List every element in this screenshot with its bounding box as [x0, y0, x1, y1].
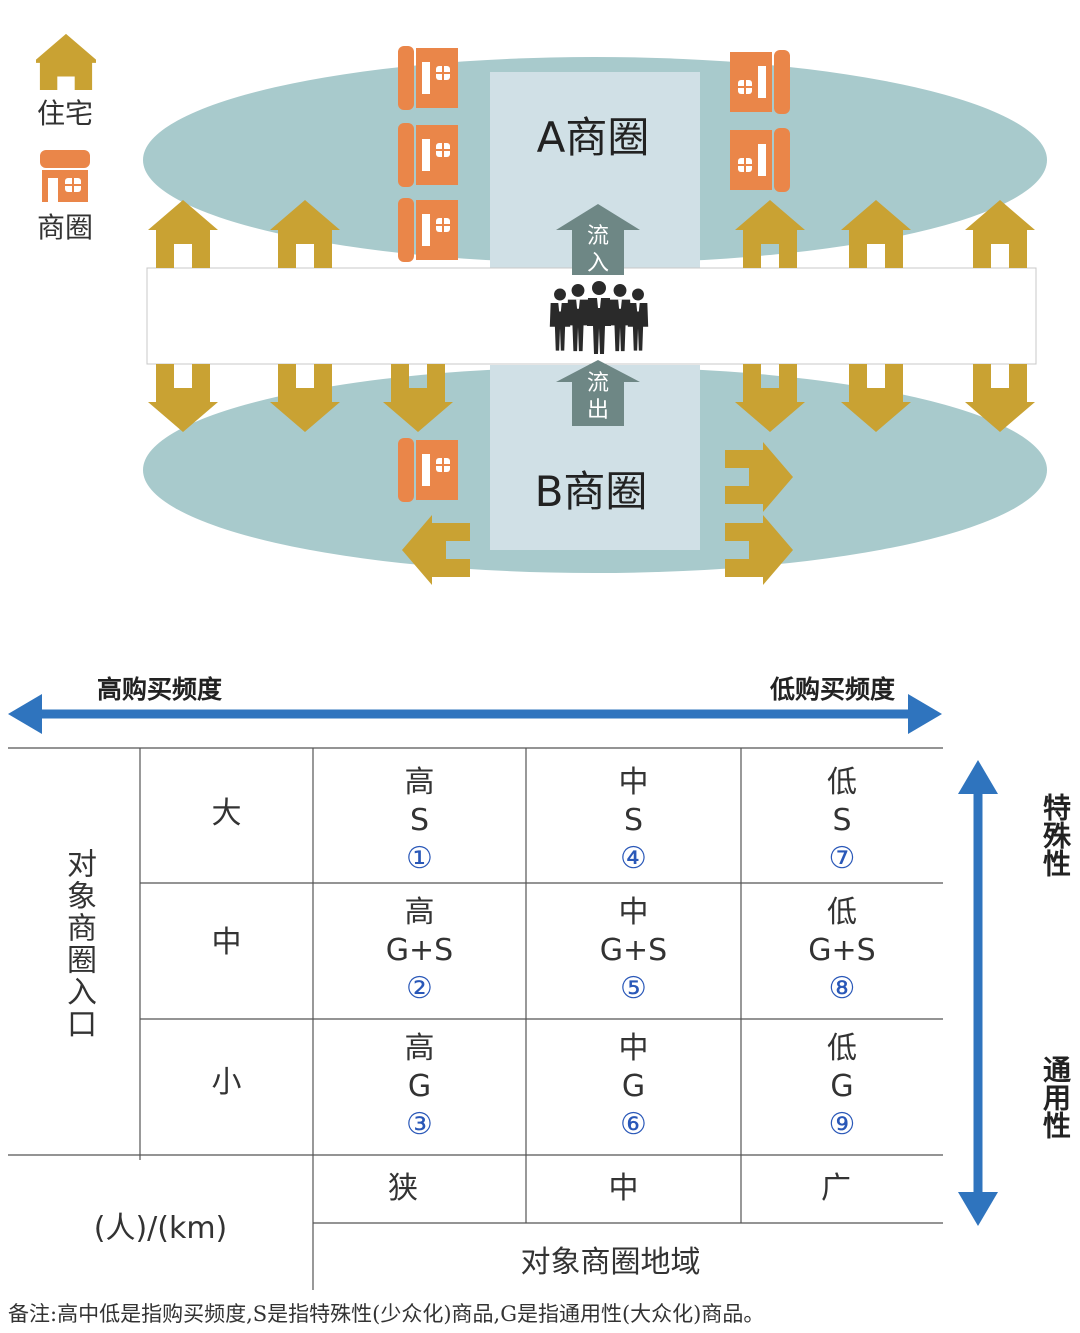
inflow-label-1: 流: [587, 224, 609, 249]
cell-number: ⑧: [828, 971, 856, 1006]
matrix-cell-7: 低 S ⑦: [741, 764, 943, 878]
cell-number: ①: [406, 841, 433, 876]
generality-label: 通用性: [1039, 1055, 1072, 1139]
cell-frequency: 低: [827, 895, 857, 930]
cell-number: ⑤: [620, 971, 647, 1006]
district-flow-diagram: A商圈 B商圈 流 入 流 出: [143, 46, 1047, 585]
cell-frequency: 高: [404, 1031, 435, 1066]
matrix-cell-6: 中 G ⑥: [526, 1030, 741, 1144]
row-label-medium: 中: [211, 925, 242, 960]
outflow-arrow: 流 出: [556, 360, 640, 426]
specialty-double-arrow: [958, 760, 998, 1226]
cell-number: ④: [620, 841, 647, 876]
district-b-label: B商圈: [535, 467, 648, 516]
target-area-label: 对象商圈地域: [520, 1245, 701, 1280]
cell-number: ②: [406, 971, 433, 1006]
cell-type: G+S: [385, 933, 454, 968]
cell-frequency: 高: [404, 895, 435, 930]
inflow-arrow: 流 入: [556, 204, 640, 276]
matrix-cell-4: 中 S ④: [526, 764, 741, 878]
legend-residence-label: 住宅: [37, 97, 94, 130]
matrix-cell-1: 高 S ①: [313, 764, 526, 878]
cell-type: S: [623, 803, 644, 838]
legend-district-label: 商圈: [37, 211, 94, 244]
high-frequency-label: 高购买频度: [97, 675, 223, 704]
frequency-double-arrow: [8, 694, 942, 734]
target-district-entrance-label: 对象商圈入口: [61, 848, 96, 1040]
cell-number: ⑥: [620, 1107, 647, 1142]
matrix-cell-5: 中 G+S ⑤: [526, 894, 741, 1008]
footnote: 备注:高中低是指购买频度,S是指特殊性(少众化)商品,G是指通用性(大众化)商品…: [8, 1302, 765, 1326]
cell-frequency: 低: [827, 1031, 857, 1066]
outflow-label-2: 出: [587, 398, 609, 423]
cell-type: S: [832, 803, 852, 838]
row-label-small: 小: [211, 1065, 242, 1100]
cell-type: G+S: [599, 933, 668, 968]
outflow-label-1: 流: [587, 371, 609, 396]
matrix-cell-9: 低 G ⑨: [741, 1030, 943, 1144]
cell-frequency: 中: [618, 895, 649, 930]
cell-type: G+S: [808, 933, 876, 968]
cell-type: S: [409, 803, 430, 838]
shop-legend-icon: [40, 150, 90, 202]
cell-number: ⑦: [828, 841, 856, 876]
matrix-cell-2: 高 G+S ②: [313, 894, 526, 1008]
matrix-cell-3: 高 G ③: [313, 1030, 526, 1144]
unit-label: (人)/(km): [93, 1211, 228, 1246]
cell-type: G: [407, 1069, 432, 1104]
matrix-grid: [8, 747, 943, 1290]
district-a-label: A商圈: [537, 113, 650, 162]
specialty-label: 特殊性: [1039, 793, 1072, 877]
cell-frequency: 中: [618, 765, 649, 800]
cell-number: ⑨: [828, 1107, 856, 1142]
row-label-large: 大: [211, 796, 242, 831]
low-frequency-label: 低购买频度: [770, 675, 896, 704]
cell-type: G: [621, 1069, 646, 1104]
cell-number: ③: [406, 1107, 433, 1142]
col-footer-medium: 中: [608, 1171, 639, 1206]
house-legend-icon: [36, 33, 96, 90]
col-footer-wide: 广: [821, 1171, 851, 1206]
inflow-label-2: 入: [587, 251, 609, 276]
cell-frequency: 低: [827, 765, 857, 800]
cell-frequency: 高: [404, 765, 435, 800]
matrix-cell-8: 低 G+S ⑧: [741, 894, 943, 1008]
cell-type: G: [830, 1069, 854, 1104]
col-footer-narrow: 狭: [388, 1171, 418, 1206]
cell-frequency: 中: [618, 1031, 649, 1066]
